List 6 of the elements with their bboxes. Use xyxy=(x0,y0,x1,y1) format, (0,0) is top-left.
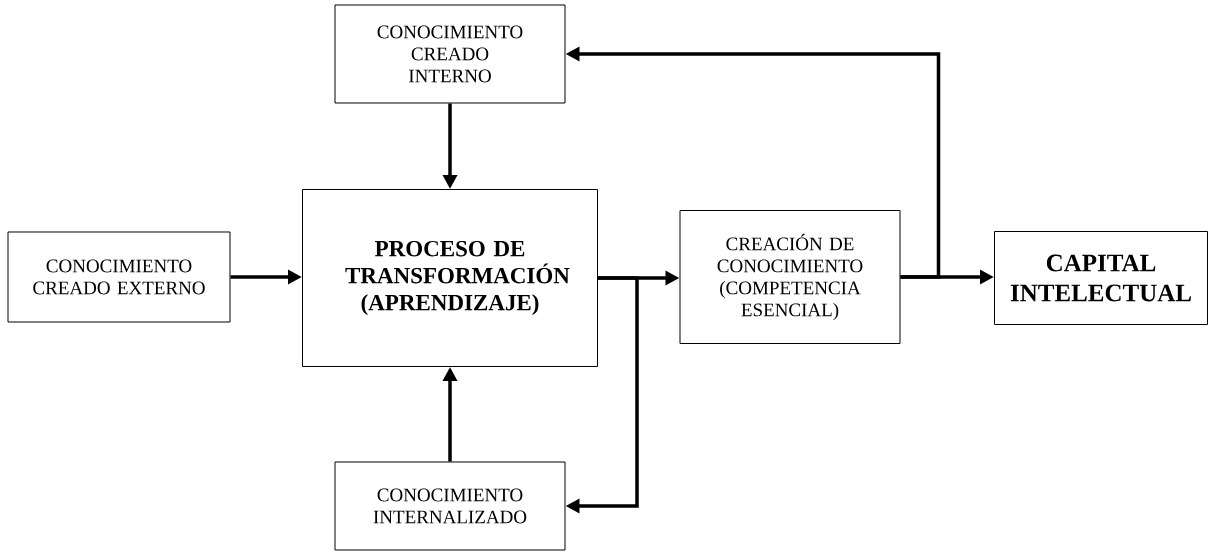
process-box: CREACIÓN DE CONOCIMIENTO (COMPETENCIA ESENCIAL) xyxy=(679,210,901,344)
process-box: PROCESO DE TRANSFORMACIÓN (APRENDIZAJE) xyxy=(302,189,598,367)
process-box: CONOCIMIENTO CREADO INTERNO xyxy=(334,4,566,104)
process-box: CAPITAL INTELECTUAL xyxy=(994,231,1208,325)
process-box: CONOCIMIENTO INTERNALIZADO xyxy=(334,461,566,551)
process-box: CONOCIMIENTO CREADO EXTERNO xyxy=(7,231,231,323)
